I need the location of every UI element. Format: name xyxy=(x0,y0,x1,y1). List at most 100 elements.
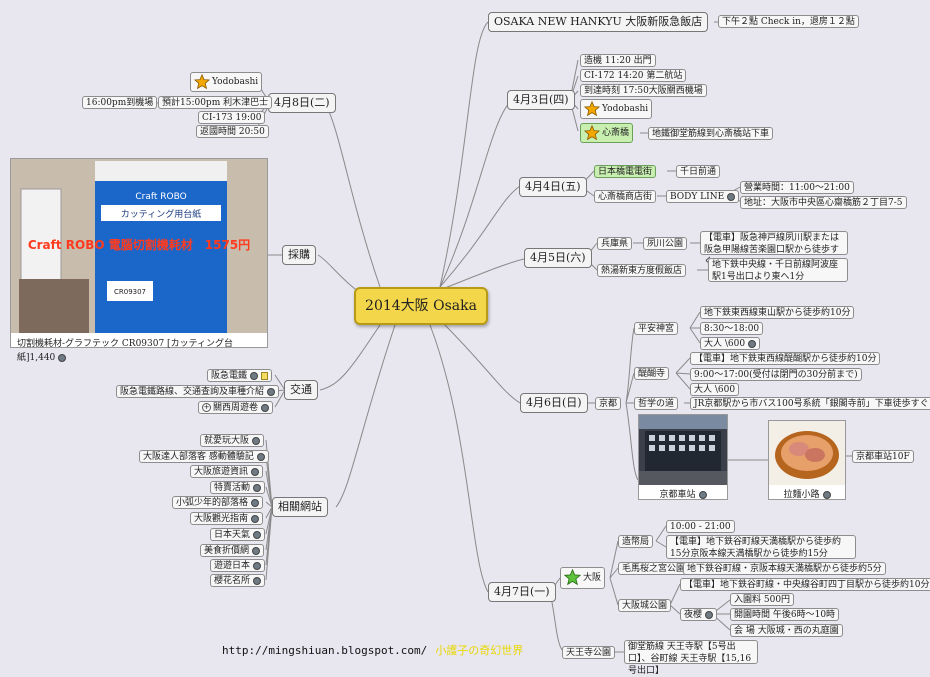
apr6-daigo-node[interactable]: 醍醐寺 xyxy=(634,367,669,380)
site-link[interactable]: 就愛玩大阪 xyxy=(200,434,264,447)
site-link[interactable]: 大阪觀光指南 xyxy=(190,512,263,525)
site-link[interactable]: 美食折價網 xyxy=(200,544,264,557)
link-icon[interactable] xyxy=(727,193,735,201)
heian-fee-label: 大人 \600 xyxy=(704,339,745,349)
site-link[interactable]: 小弧少年的部落格 xyxy=(172,496,263,509)
link-icon[interactable] xyxy=(253,484,261,492)
site-link[interactable]: 大阪達人部落客 感動體驗記 xyxy=(139,450,269,463)
sites-node[interactable]: 相關網站 xyxy=(272,497,328,517)
traffic-hankyu-node[interactable]: 阪急電鐵 xyxy=(207,369,272,382)
apr4-bodyline-node[interactable]: BODY LINE xyxy=(666,190,739,203)
apr6-heian-node[interactable]: 平安神宮 xyxy=(634,322,678,335)
link-icon[interactable] xyxy=(705,611,713,619)
apr7-zoheikyoku-node[interactable]: 造幣局 xyxy=(618,535,653,548)
link-icon[interactable] xyxy=(252,437,260,445)
apr3-node[interactable]: 4月3日(四) xyxy=(507,90,575,110)
apr3-item[interactable]: 到達時刻 17:50大阪關西機場 xyxy=(580,84,707,97)
link-icon[interactable] xyxy=(251,515,259,523)
site-link[interactable]: 特賣活動 xyxy=(210,481,265,494)
apr7-node[interactable]: 4月7日(一) xyxy=(488,582,556,602)
expand-icon[interactable]: + xyxy=(202,403,211,412)
kyoto-station-photo-node[interactable]: 京都車站 xyxy=(638,414,728,500)
note-icon[interactable] xyxy=(261,372,268,380)
apr7-castle-access[interactable]: 【電車】地下鉄谷町線・中央線谷町四丁目駅から徒歩約10分 xyxy=(680,578,930,591)
apr7-castle-node[interactable]: 大阪城公園 xyxy=(618,599,671,612)
traffic-pass-node[interactable]: +關西周遊卷 xyxy=(198,401,273,414)
link-icon[interactable] xyxy=(699,491,707,499)
apr7-tennoji-access[interactable]: 御堂筋線 天王寺駅【5号出口】、谷町線 天王寺駅【15,16号出口】 xyxy=(624,640,758,664)
traffic-routes-node[interactable]: 阪急電鐵路線、交通查詢及車種介紹 xyxy=(116,385,279,398)
apr5-hotel-spa-node[interactable]: 熱湯新東方度假飯店 xyxy=(597,264,686,277)
apr8-flight-node[interactable]: CI-173 19:00 xyxy=(198,111,265,124)
apr5-node[interactable]: 4月5日(六) xyxy=(524,248,592,268)
apr7-tennoji-node[interactable]: 天王寺公園 xyxy=(562,646,615,659)
link-icon[interactable] xyxy=(252,547,260,555)
link-icon[interactable] xyxy=(250,372,258,380)
central-topic[interactable]: 2014大阪 Osaka xyxy=(354,287,488,325)
apr4-node[interactable]: 4月4日(五) xyxy=(519,177,587,197)
apr4-nihonbashi-node[interactable]: 日本橋電電街 xyxy=(594,165,656,178)
link-icon[interactable] xyxy=(748,340,756,348)
site-link[interactable]: 櫻花名所 xyxy=(210,574,265,587)
ramen-photo-node[interactable]: 拉麵小路 xyxy=(768,420,846,500)
link-icon[interactable] xyxy=(253,577,261,585)
apr3-item[interactable]: CI-172 14:20 第二航站 xyxy=(580,69,686,82)
site-link[interactable]: 大阪旅遊資訊 xyxy=(190,465,263,478)
apr5-spa-note[interactable]: 地下鉄中央線・千日前線阿波座駅1号出口より東へ1分 xyxy=(708,258,848,282)
link-icon[interactable] xyxy=(257,453,265,461)
link-icon[interactable] xyxy=(58,354,66,362)
hotel-checkin-node[interactable]: 下午２點 Check in，退房１２點 xyxy=(718,15,859,28)
apr4-sennichimae-node[interactable]: 千日前通 xyxy=(676,165,720,178)
apr5-shukugawa-node[interactable]: 夙川公園 xyxy=(643,237,687,250)
apr7-zo-access[interactable]: 【電車】地下鉄谷町線天満橋駅から徒歩約15分京阪本線天満橋駅から徒歩約15分 xyxy=(666,535,856,559)
apr6-daigo-hours[interactable]: 9:00～17:00(受付は閉門の30分前まで) xyxy=(690,368,862,381)
apr6-philosopher-node[interactable]: 哲学の道 xyxy=(634,397,678,410)
shopping-photo-node[interactable]: Craft ROBO カッティング用台紙 CR09307 Craft ROBO … xyxy=(10,158,268,348)
apr8-airport-node[interactable]: 16:00pm到機場 xyxy=(82,96,157,109)
apr6-heian-access[interactable]: 地下鉄東西線東山駅から徒歩約10分 xyxy=(700,306,854,319)
apr6-kyoto-node[interactable]: 京都 xyxy=(595,397,621,410)
apr7-yozakura-hours[interactable]: 開園時間 午後6時～10時 xyxy=(730,608,839,621)
link-icon[interactable] xyxy=(823,491,831,499)
apr8-yodobashi-node[interactable]: Yodobashi xyxy=(190,72,262,92)
site-link[interactable]: 遊遊日本 xyxy=(210,559,265,572)
link-icon[interactable] xyxy=(251,499,259,507)
apr5-shukugawa-note[interactable]: 【電車】阪急神戸線夙川駅または阪急甲陽線苦楽園口駅から徒歩すぐ xyxy=(700,231,848,255)
link-icon[interactable] xyxy=(253,562,261,570)
apr7-zo-hours[interactable]: 10:00 - 21:00 xyxy=(666,520,735,533)
shopping-caption: 切割機耗材-グラフテック CR09307 [カッティング台紙]1,440 xyxy=(11,337,267,365)
apr7-osaka-node[interactable]: 大阪 xyxy=(560,567,605,589)
apr7-yozakura-venue[interactable]: 会 場 大阪城・西の丸庭園 xyxy=(730,624,843,637)
link-icon[interactable] xyxy=(251,468,259,476)
apr8-return-node[interactable]: 返國時間 20:50 xyxy=(196,125,269,138)
apr7-yozakura-node[interactable]: 夜櫻 xyxy=(680,608,717,621)
apr6-daigo-access[interactable]: 【電車】地下鉄東西線醍醐駅から徒歩約10分 xyxy=(690,352,880,365)
apr6-node[interactable]: 4月6日(日) xyxy=(520,393,588,413)
link-icon[interactable] xyxy=(267,388,275,396)
yozakura-label: 夜櫻 xyxy=(684,610,702,620)
shopping-node[interactable]: 採購 xyxy=(282,245,316,265)
apr8-node[interactable]: 4月8日(二) xyxy=(268,93,336,113)
apr6-heian-hours[interactable]: 8:30～18:00 xyxy=(700,322,763,335)
apr3-yodobashi-node[interactable]: Yodobashi xyxy=(580,99,652,119)
hotel-node[interactable]: OSAKA NEW HANKYU 大阪新阪急飯店 xyxy=(488,12,708,32)
apr4-shinsaibashi-street-node[interactable]: 心斎橋商店街 xyxy=(594,190,656,203)
link-icon[interactable] xyxy=(253,531,261,539)
apr4-hours-node[interactable]: 營業時間：11:00～21:00 xyxy=(740,181,854,194)
apr6-philosopher-access[interactable]: JR京都駅から市バス100号系統「銀閣寺前」下車徒歩すぐ xyxy=(690,397,930,410)
traffic-node[interactable]: 交通 xyxy=(284,380,318,400)
site-link[interactable]: 日本天氣 xyxy=(210,528,265,541)
link-icon[interactable] xyxy=(261,404,269,412)
apr3-shinsaibashi-note[interactable]: 地鐵御堂筋線到心斎橋站下車 xyxy=(648,127,773,140)
apr7-kema-access[interactable]: 地下鉄谷町線・京阪本線天満橋駅から徒歩約5分 xyxy=(683,562,886,575)
apr4-address-node[interactable]: 地址：大阪市中央區心齋橋筋２丁目7-5 xyxy=(740,196,907,209)
apr8-plan-node[interactable]: 預計15:00pm 利木津巴士 xyxy=(158,96,272,109)
apr3-shinsaibashi-node[interactable]: 心斎橋 xyxy=(580,123,633,143)
apr5-hyogo-node[interactable]: 兵庫県 xyxy=(597,237,632,250)
apr6-kyoto-10f-node[interactable]: 京都車站10F xyxy=(852,450,914,463)
apr7-castle-fee[interactable]: 入園料 500円 xyxy=(730,593,794,606)
apr6-daigo-fee[interactable]: 大人 \600 xyxy=(690,383,739,396)
apr7-kema-node[interactable]: 毛馬桜之宮公園 xyxy=(618,562,689,575)
apr3-item[interactable]: 造機 11:20 出門 xyxy=(580,54,656,67)
apr6-heian-fee[interactable]: 大人 \600 xyxy=(700,337,760,350)
